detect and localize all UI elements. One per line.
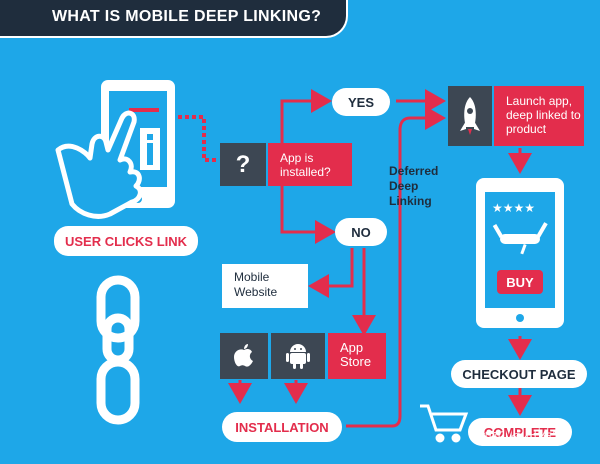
swiss-knife-icon [492,222,548,255]
svg-text:★★★★: ★★★★ [492,201,535,215]
app-installed-box: App is installed? [268,143,352,186]
shopping-cart-icon [420,404,469,443]
question-mark-icon: ? [220,143,266,186]
no-label: NO [335,218,387,246]
chain-link-icon [96,275,140,425]
installation-label: INSTALLATION [222,412,342,442]
mobile-website-text: Mobile Website [234,270,278,299]
launch-app-text: Launch app, deep linked to product [506,94,581,136]
app-store-text: App Store [340,340,372,369]
apple-icon [220,333,268,379]
user-clicks-link-label: USER CLICKS LINK [54,226,198,256]
buy-button[interactable]: BUY [497,270,543,294]
stars-icon: ★★★★ [492,201,535,215]
yes-label: YES [332,88,390,116]
rocket-icon [448,86,492,146]
complete-label: COMPLETE [468,418,572,446]
app-installed-text: App is installed? [280,150,331,179]
app-store-box: App Store [328,333,386,379]
android-icon [271,333,325,379]
title-bar [0,0,348,38]
hand-pointer-icon [55,110,143,219]
watermark: 知乎 @付海军 [478,430,567,446]
launch-app-box: Launch app, deep linked to product [494,86,584,146]
checkout-page-label: CHECKOUT PAGE [451,360,587,388]
deferred-deep-linking-label: Deferred Deep Linking [389,164,439,208]
mobile-website-box: Mobile Website [222,264,308,308]
diagram-title: WHAT IS MOBILE DEEP LINKING? [52,8,322,25]
